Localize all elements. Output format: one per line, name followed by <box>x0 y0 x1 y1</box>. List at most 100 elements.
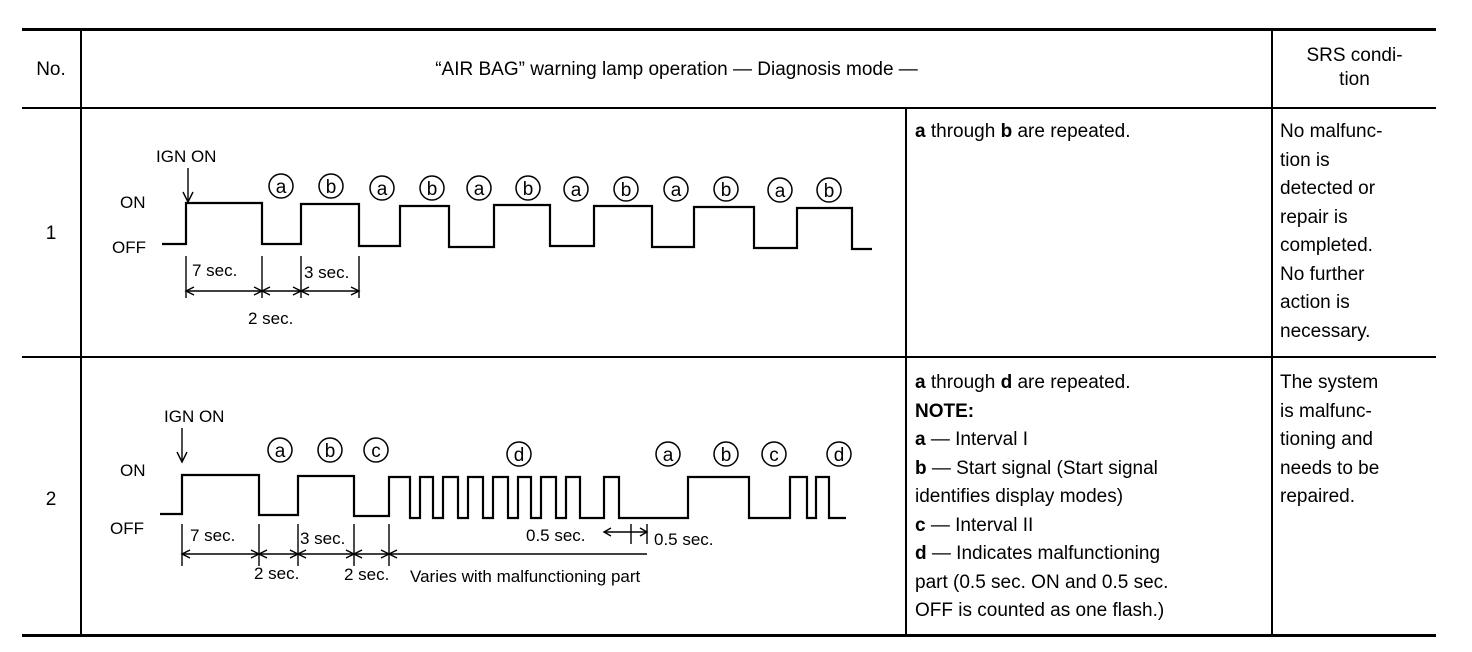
row-1-marker-11: a <box>767 177 793 203</box>
row-2-dim-05a: 0.5 sec. <box>526 526 586 545</box>
row-2-dim-7: 7 sec. <box>190 526 235 545</box>
svg-text:b: b <box>824 181 835 202</box>
row-1-marker-5: a <box>466 175 492 201</box>
svg-text:d: d <box>514 445 525 466</box>
row-2-ign-arrowhead <box>176 451 188 464</box>
row-1-marker-4: b <box>419 175 445 201</box>
row-2-note-item: d — Indicates malfunctioning <box>915 543 1161 564</box>
header-no: No. <box>36 59 66 80</box>
row-2-condition-line: tioning and <box>1280 429 1373 450</box>
svg-text:a: a <box>671 180 682 201</box>
row-1-timing-diagram: IGN ON ON OFF a b a b a b a b a b a b 7 … <box>112 147 872 328</box>
row-1-marker-8: b <box>613 176 639 202</box>
row-divider-rule <box>22 356 1436 358</box>
svg-text:a: a <box>377 179 388 200</box>
row-2-condition-line: needs to be <box>1280 457 1380 479</box>
row-2-timing-diagram: IGN ON ON OFF a b c d a b c d 7 sec. 3 s… <box>110 407 852 586</box>
row-2-condition-line: repaired. <box>1280 486 1355 507</box>
row-2-number: 2 <box>45 489 57 510</box>
row-2-marker-5: a <box>655 441 681 467</box>
row-2-off-label: OFF <box>110 519 144 538</box>
svg-text:b: b <box>523 179 534 200</box>
svg-text:a: a <box>663 445 674 466</box>
svg-text:a: a <box>276 177 287 198</box>
svg-text:c: c <box>371 441 381 462</box>
row-2-marker-8: d <box>826 441 852 467</box>
svg-text:a: a <box>275 441 286 462</box>
row-2-note-item: c — Interval II <box>915 514 1034 536</box>
row-2-dim-05b: 0.5 sec. <box>654 530 714 549</box>
col-divider-description <box>905 108 907 635</box>
svg-text:a: a <box>775 181 786 202</box>
row-2-description-lead: a through d are repeated. <box>915 372 1131 393</box>
row-1-condition-line: completed. <box>1280 235 1373 256</box>
row-2-dim-2a: 2 sec. <box>254 564 299 583</box>
row-1-condition-line: necessary. <box>1280 320 1371 342</box>
row-2-dim-2b: 2 sec. <box>344 565 389 584</box>
table-bottom-rule <box>22 634 1436 637</box>
svg-text:b: b <box>721 445 732 466</box>
svg-text:b: b <box>325 441 336 462</box>
row-2-marker-1: a <box>267 437 293 463</box>
svg-text:d: d <box>834 445 845 466</box>
row-1-condition-line: tion is <box>1280 149 1330 171</box>
row-1-marker-10: b <box>713 176 739 202</box>
svg-text:b: b <box>427 179 438 200</box>
row-1-marker-9: a <box>663 176 689 202</box>
row-2-waveform <box>160 473 846 520</box>
row-1-waveform <box>162 201 872 251</box>
svg-text:b: b <box>621 180 632 201</box>
col-divider-no <box>80 30 82 635</box>
row-2-ign-label: IGN ON <box>164 407 224 426</box>
row-1-condition-line: action is <box>1280 292 1350 313</box>
row-1-on-label: ON <box>120 193 146 212</box>
svg-text:b: b <box>326 177 337 198</box>
row-1-dim-3: 3 sec. <box>304 263 349 282</box>
row-1-number: 1 <box>45 223 57 244</box>
row-1-condition-line: No malfunc- <box>1280 121 1383 142</box>
header-operation: “AIR BAG” warning lamp operation — Diagn… <box>435 59 918 80</box>
row-1-marker-2: b <box>318 173 344 199</box>
row-1-off-label: OFF <box>112 238 146 257</box>
svg-text:a: a <box>571 180 582 201</box>
header-condition-line1: SRS condi- <box>1306 45 1403 66</box>
row-2-note-item: part (0.5 sec. ON and 0.5 sec. <box>915 571 1169 593</box>
header-bottom-rule <box>22 107 1436 109</box>
svg-text:a: a <box>474 179 485 200</box>
table-top-rule <box>22 28 1436 31</box>
row-2-varies-label: Varies with malfunctioning part <box>410 567 641 586</box>
header-condition: SRS condi- tion <box>1273 44 1436 92</box>
row-1-marker-1: a <box>268 173 294 199</box>
row-1-dim-2: 2 sec. <box>248 309 293 328</box>
svg-text:c: c <box>769 445 779 466</box>
svg-text:b: b <box>721 180 732 201</box>
row-2-dim-3: 3 sec. <box>300 529 345 548</box>
row-1-marker-3: a <box>369 175 395 201</box>
row-2-marker-6: b <box>713 441 739 467</box>
row-1-dim-7: 7 sec. <box>192 261 237 280</box>
row-2-marker-4: d <box>506 441 532 467</box>
row-2-note-item: b — Start signal (Start signal <box>915 457 1158 479</box>
row-2-note-item: a — Interval I <box>915 429 1028 450</box>
row-2-marker-3: c <box>363 437 389 463</box>
row-1-description: a through b are repeated. <box>915 121 1131 142</box>
row-2-note-heading: NOTE: <box>915 400 975 422</box>
row-2-note-item: identifies display modes) <box>915 486 1124 507</box>
row-2-condition: The system is malfunc- tioning and needs… <box>1280 369 1379 512</box>
header-condition-line2: tion <box>1339 69 1370 90</box>
row-1-condition: No malfunc- tion is detected or repair i… <box>1280 118 1382 346</box>
row-1-ign-label: IGN ON <box>156 147 216 166</box>
row-1-marker-7: a <box>563 176 589 202</box>
row-2-condition-line: The system <box>1280 372 1379 393</box>
row-1-marker-12: b <box>816 177 842 203</box>
row-1-condition-line: No further <box>1280 263 1365 285</box>
row-2-marker-7: c <box>761 441 787 467</box>
row-2-description: a through d are repeated. NOTE: a — Inte… <box>915 369 1168 626</box>
row-2-condition-line: is malfunc- <box>1280 400 1372 422</box>
row-2-marker-2: b <box>317 437 343 463</box>
row-1-condition-line: repair is <box>1280 206 1348 228</box>
row-1-condition-line: detected or <box>1280 178 1376 199</box>
row-2-note-item: OFF is counted as one flash.) <box>915 600 1165 621</box>
row-1-marker-6: b <box>515 175 541 201</box>
row-2-on-label: ON <box>120 461 146 480</box>
